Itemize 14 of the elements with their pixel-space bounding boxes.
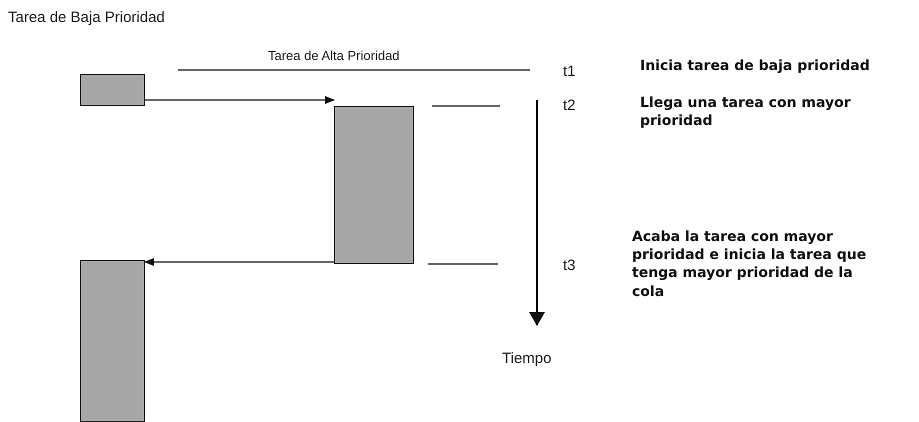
time-label: t1 xyxy=(563,62,576,82)
task-block xyxy=(80,74,145,106)
arrow xyxy=(145,96,335,104)
time-label: t2 xyxy=(563,96,576,116)
arrow xyxy=(144,258,334,266)
event-description: Acaba la tarea con mayor prioridad e inicia la tarea que tenga mayor prioridad de la cola xyxy=(632,228,868,301)
column-heading: Tarea de Baja Prioridad xyxy=(8,8,165,28)
column-heading: Tarea de Alta Prioridad xyxy=(268,48,400,65)
time-label: t3 xyxy=(563,256,576,276)
event-description: Llega una tarea con mayor prioridad xyxy=(640,94,852,130)
axis-label: Tiempo xyxy=(502,349,552,368)
task-block xyxy=(80,260,145,422)
task-block xyxy=(334,106,414,264)
event-description: Inicia tarea de baja prioridad xyxy=(640,57,870,76)
